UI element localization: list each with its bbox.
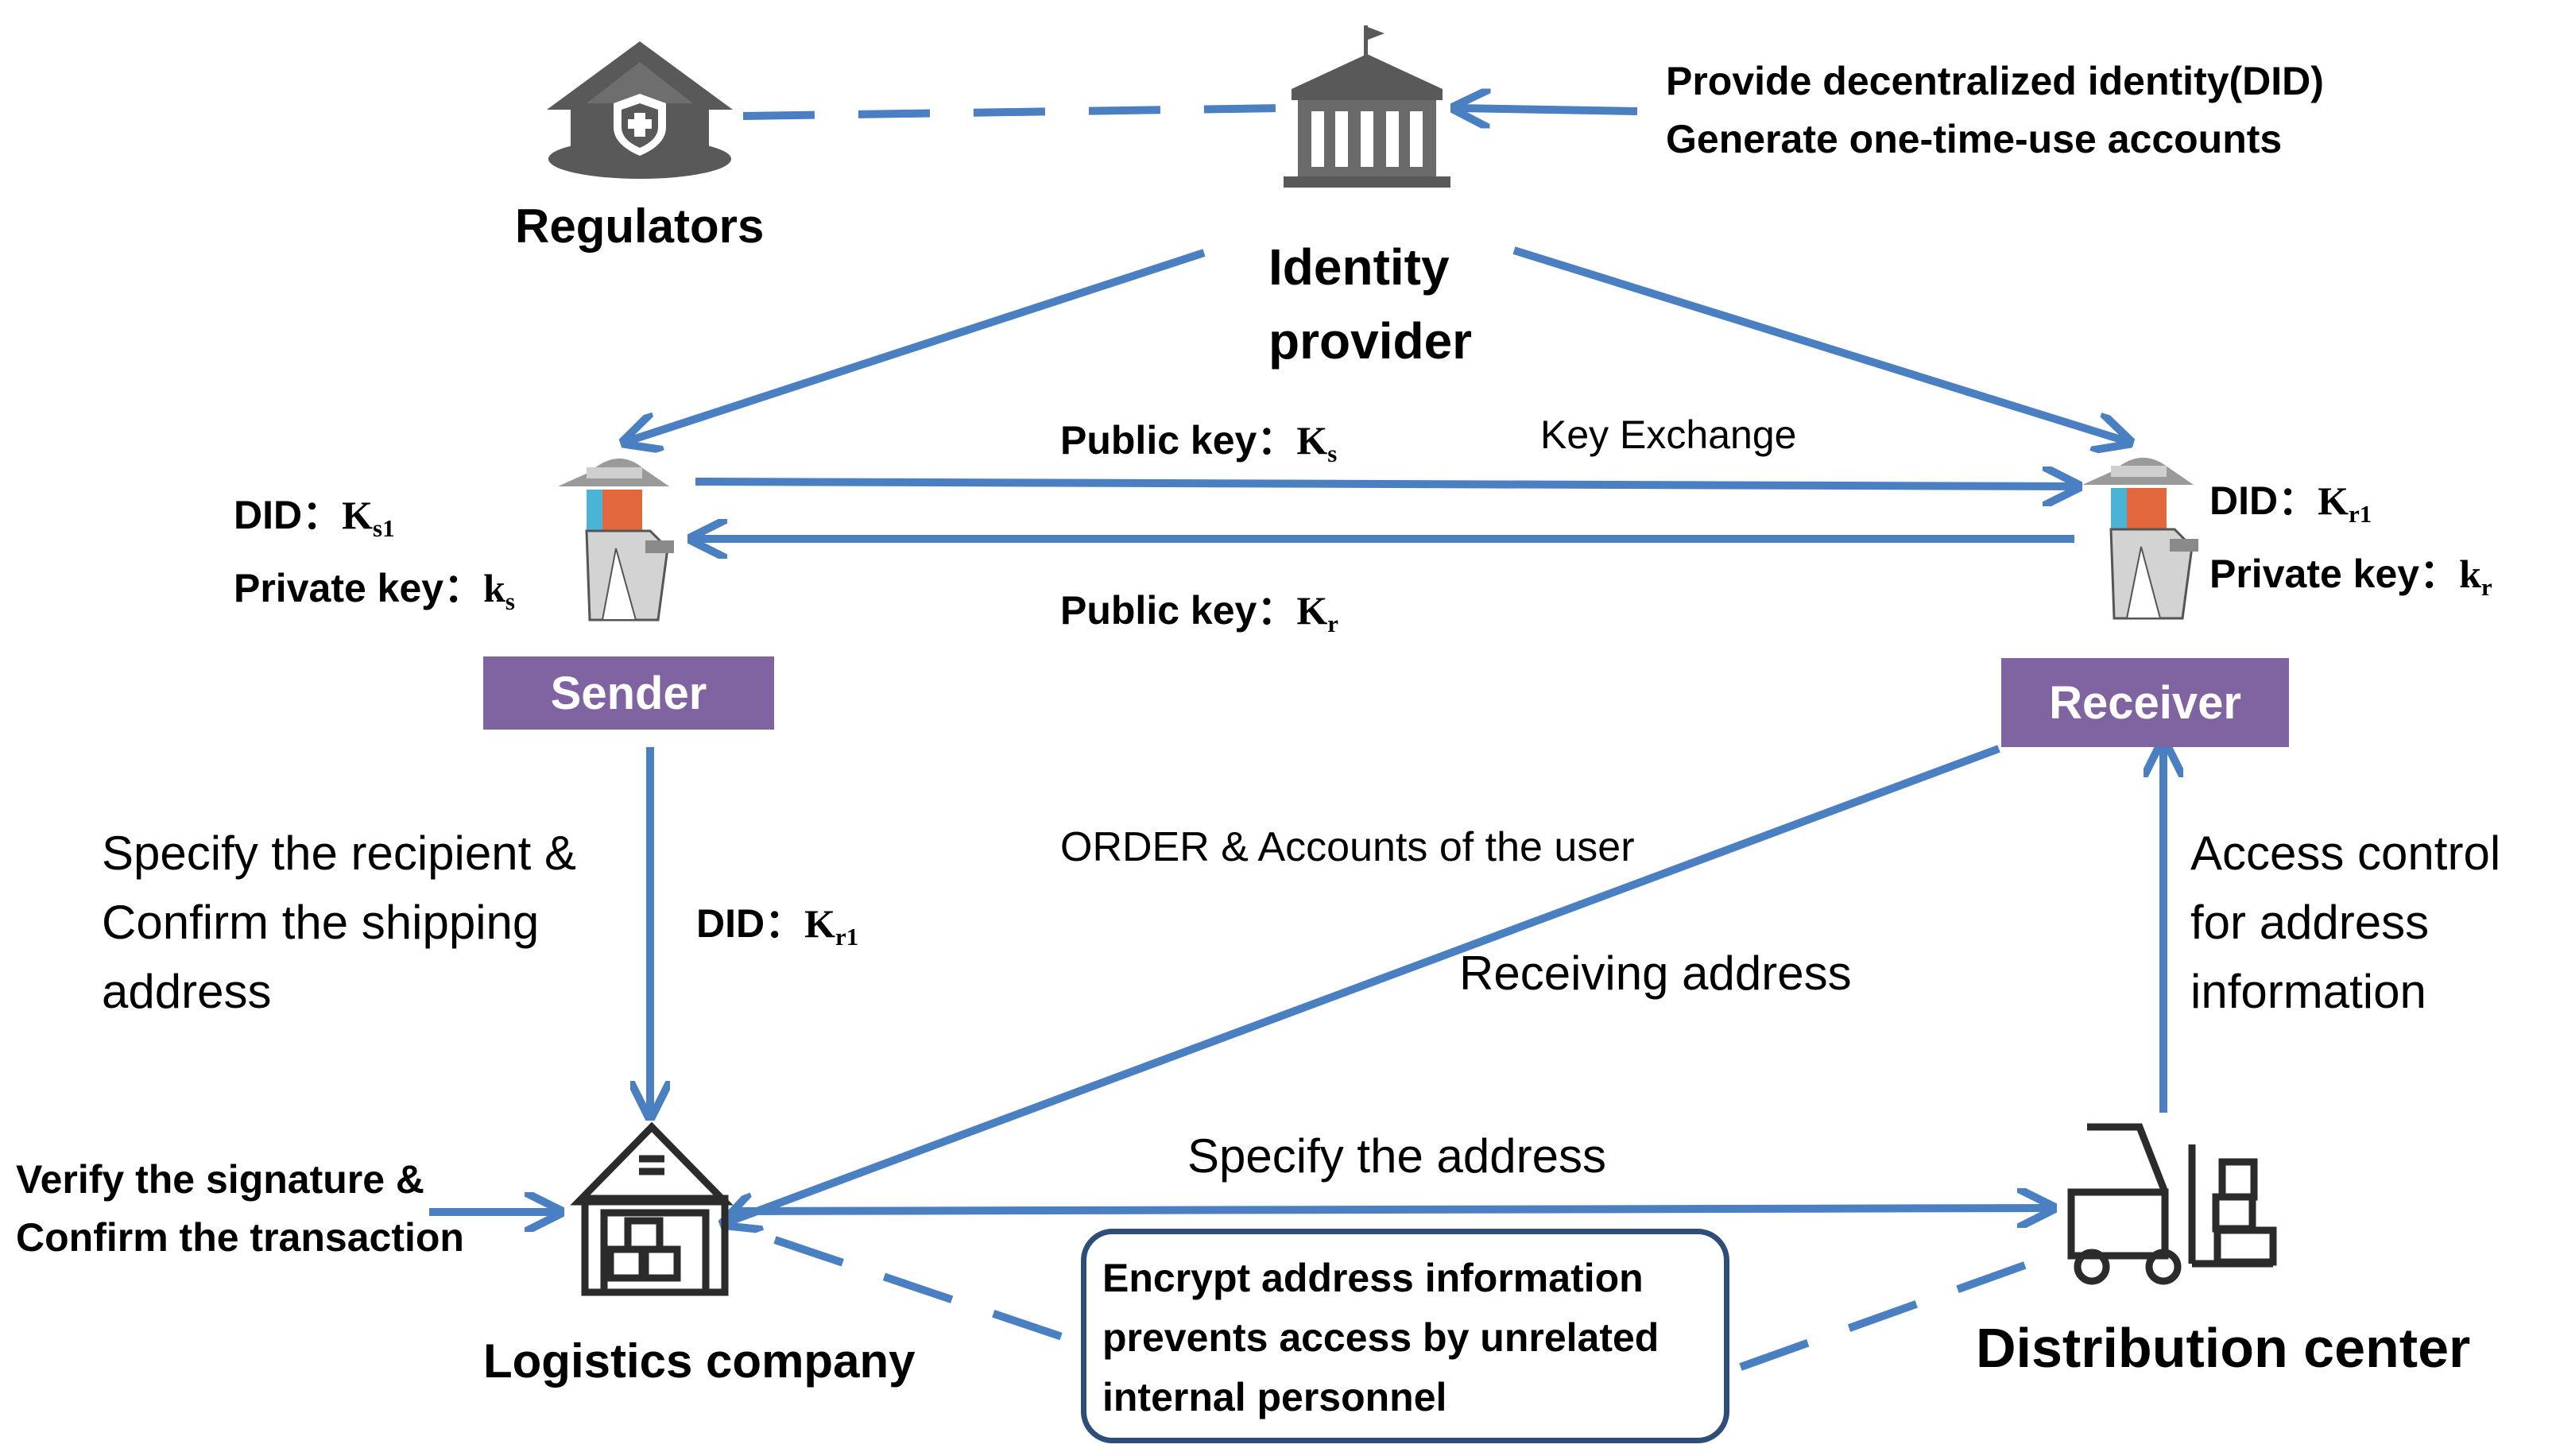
encrypt-note-text: Encrypt address information prevents acc…: [1102, 1249, 1708, 1427]
encrypt-note-box: Encrypt address information prevents acc…: [1081, 1229, 1729, 1443]
verify-signature-text: Verify the signature & Confirm the trans…: [16, 1151, 464, 1266]
sender-tag-label: Sender: [550, 667, 707, 719]
identity-provider-line-1: Identity: [1268, 238, 1450, 296]
access-control-line-1: Access control: [2190, 827, 2501, 880]
arrow-logistics-to-distribution: [732, 1208, 2049, 1211]
receiver-did-label: DID：: [2209, 478, 2318, 523]
public-key-s: Public key：Ks: [1060, 409, 1338, 467]
logistics-warehouse-icon: [570, 1121, 734, 1296]
dashed-connectors: [742, 104, 2064, 1371]
encrypt-note-line-1: Encrypt address information: [1102, 1256, 1644, 1300]
encrypt-note-line-3: internal personnel: [1102, 1375, 1447, 1419]
receiver-tag-label: Receiver: [2049, 676, 2241, 729]
specify-recipient-line-3: address: [102, 965, 272, 1018]
public-key-s-value: Ks: [1296, 418, 1338, 467]
specify-recipient-line-2: Confirm the shipping: [102, 896, 540, 949]
mid-did: DID：Kr1: [696, 892, 859, 951]
distribution-forklift-icon: [2067, 1123, 2277, 1285]
sender-private-key-value: ks: [483, 566, 515, 615]
public-key-r-label: Public key：: [1060, 588, 1297, 633]
verify-signature-line-1: Verify the signature &: [16, 1157, 425, 1202]
verify-signature-line-2: Confirm the transaction: [16, 1214, 464, 1260]
specify-address-text: Specify the address: [1187, 1129, 1606, 1183]
receiver-tag: Receiver: [2001, 658, 2289, 747]
receiver-private-key: Private key：kr: [2209, 542, 2492, 601]
access-control-line-3: information: [2190, 965, 2426, 1018]
sender-tag: Sender: [483, 656, 774, 730]
logistics-note-dashed-line: [773, 1236, 1082, 1347]
public-key-r-value: Kr: [1296, 588, 1339, 637]
distribution-center-label: Distribution center: [1976, 1317, 2471, 1379]
arrow-idp-to-sender: [628, 249, 1206, 441]
did-provider-note-line-1: Provide decentralized identity(DID): [1666, 59, 2324, 103]
regulators-icon: [547, 41, 733, 179]
arrow-sender-to-receiver-key: [695, 482, 2074, 486]
solid-arrows: [429, 108, 2163, 1222]
regulators-idp-dashed-line: [742, 104, 1284, 120]
encrypt-note-line-2: prevents access by unrelated: [1102, 1315, 1659, 1360]
regulators-label: Regulators: [515, 199, 765, 253]
key-exchange-label: Key Exchange: [1540, 412, 1797, 457]
receiver-private-key-value: kr: [2459, 552, 2492, 601]
mid-did-value: Kr1: [804, 901, 859, 951]
sender-private-key-label: Private key：: [234, 566, 484, 610]
identity-provider-line-2: provider: [1268, 312, 1473, 370]
public-key-r: Public key：Kr: [1060, 579, 1339, 637]
receiving-address-text: Receiving address: [1459, 947, 1852, 1000]
logistics-company-label: Logistics company: [483, 1334, 916, 1388]
receiver-private-key-label: Private key：: [2209, 552, 2460, 596]
arrow-receiver-to-logistics: [727, 745, 2000, 1222]
access-control-text: Access control for address information: [2190, 819, 2500, 1026]
arrow-idp-to-receiver: [1512, 246, 2126, 441]
arrow-note-to-idp: [1458, 108, 1638, 111]
receiver-did-value: Kr1: [2318, 478, 2372, 528]
identity-provider-label: Identity provider: [1268, 230, 1472, 378]
sender-private-key: Private key：ks: [234, 556, 515, 615]
sender-did: DID：Ks1: [234, 483, 395, 542]
order-accounts-text: ORDER & Accounts of the user: [1060, 824, 1635, 870]
receiver-person-icon: [2082, 457, 2198, 620]
specify-recipient-line-1: Specify the recipient &: [102, 827, 576, 880]
public-key-s-label: Public key：: [1060, 418, 1297, 463]
did-provider-note: Provide decentralized identity(DID) Gene…: [1666, 52, 2324, 168]
did-provider-note-line-2: Generate one-time-use accounts: [1666, 116, 2283, 161]
specify-recipient-text: Specify the recipient & Confirm the ship…: [102, 819, 576, 1026]
sender-person-icon: [558, 458, 674, 622]
note-distribution-dashed-line: [1739, 1248, 2064, 1371]
sender-did-value: Ks1: [342, 493, 395, 542]
access-control-line-2: for address: [2190, 896, 2430, 949]
identity-provider-icon: [1284, 25, 1450, 188]
mid-did-label: DID：: [696, 901, 805, 946]
receiver-did: DID：Kr1: [2209, 469, 2372, 528]
sender-did-label: DID：: [234, 493, 343, 537]
